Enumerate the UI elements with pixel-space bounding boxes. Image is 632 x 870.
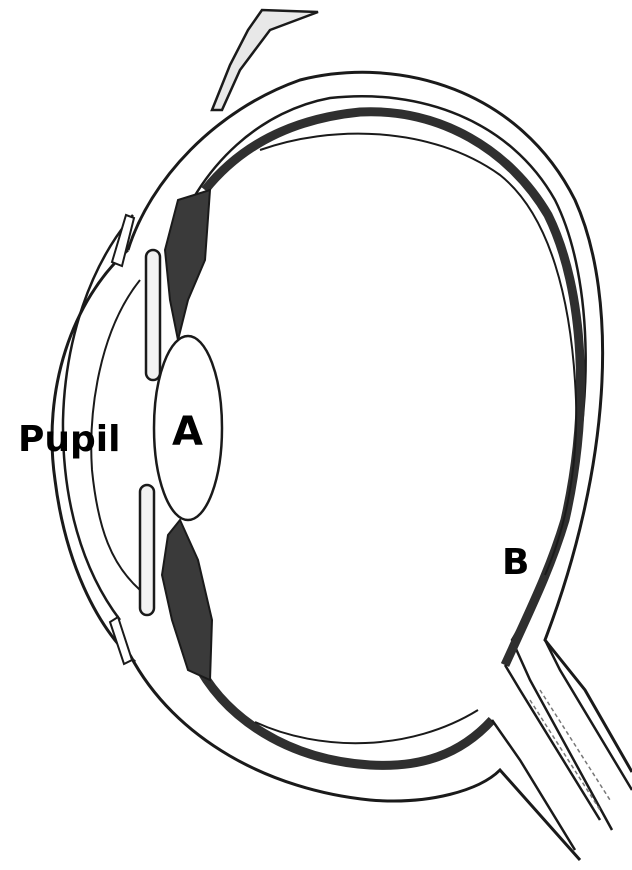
label-a: A (172, 412, 203, 452)
retina-inner-lower (255, 710, 478, 743)
iris-upper (146, 250, 160, 380)
optic-nerve-fibres (530, 690, 610, 810)
sclera-outer-lower (130, 655, 580, 860)
label-b: B (502, 545, 529, 581)
eyelid-lower-tip (110, 617, 132, 664)
choroid-layer-lower (195, 660, 492, 765)
ciliary-body-lower (162, 520, 212, 680)
ciliary-body-upper (165, 190, 210, 340)
pupil-label: Pupil (18, 422, 120, 458)
optic-nerve (492, 640, 632, 850)
iris-lower (140, 485, 154, 615)
retina-inner (260, 134, 576, 575)
